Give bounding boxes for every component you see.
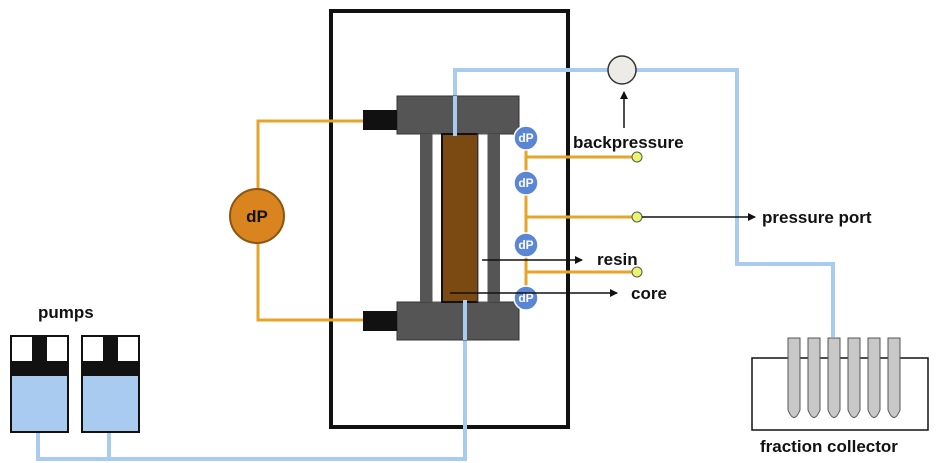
pump-2-fluid xyxy=(83,376,138,431)
pump-1 xyxy=(10,335,69,433)
resin-label: resin xyxy=(597,250,638,269)
pump-2 xyxy=(81,335,140,433)
fraction-collector-label: fraction collector xyxy=(760,437,898,456)
pump-1-rod xyxy=(32,337,47,362)
pumps-label: pumps xyxy=(38,303,94,322)
sleeve-left-inner xyxy=(431,133,443,303)
dp-sensor: dP xyxy=(513,285,539,311)
tube xyxy=(787,337,801,418)
dp-sensor-circle xyxy=(513,285,539,311)
dp-gauge-label: dP xyxy=(246,207,268,226)
pump-feed-line xyxy=(36,303,467,461)
top-end-cap xyxy=(396,95,520,135)
pump-1-fluid xyxy=(12,376,67,431)
backpressure-regulator xyxy=(607,55,637,85)
dp-gauge: dP xyxy=(229,188,285,244)
bottom-end-cap xyxy=(396,301,520,341)
core-label: core xyxy=(631,284,667,303)
collector-tubes xyxy=(787,337,901,418)
oven-enclosure xyxy=(329,9,570,429)
tube xyxy=(847,337,861,418)
pump-1-piston xyxy=(12,361,67,376)
fraction-collector xyxy=(751,337,929,431)
pumps xyxy=(10,335,140,433)
dp-gauge-circle xyxy=(229,188,285,244)
dp-sensor: dP xyxy=(513,170,539,196)
sleeve-right-inner xyxy=(477,133,489,303)
top-inlet-fitting xyxy=(363,110,397,130)
port-dot xyxy=(631,211,643,223)
dp-sensor: dP xyxy=(513,125,539,151)
dp-sensor-circle xyxy=(513,125,539,151)
sleeve-right-outer xyxy=(488,134,500,302)
pump-2-piston xyxy=(83,361,138,376)
dp-sensor: dP xyxy=(513,232,539,258)
dp-sensor-circle xyxy=(513,170,539,196)
arrows xyxy=(450,91,756,297)
port-dot xyxy=(631,151,643,163)
dp-sensor-label: dP xyxy=(518,291,533,305)
sleeve-left-outer xyxy=(420,134,432,302)
core-holder xyxy=(363,95,520,341)
tube xyxy=(807,337,821,418)
tube xyxy=(827,337,841,418)
pump-2-rod xyxy=(103,337,118,362)
dp-sensor-label: dP xyxy=(518,131,533,145)
pressure-port-dots xyxy=(631,151,643,278)
collector-line xyxy=(636,68,835,337)
dp-sensor-circle xyxy=(513,232,539,258)
dp-sensors: dP dP dP dP xyxy=(513,125,539,311)
tube xyxy=(887,337,901,418)
core-flow-overlay xyxy=(453,96,467,340)
tube xyxy=(867,337,881,418)
backpressure-label: backpressure xyxy=(573,133,684,152)
dp-sensor-label: dP xyxy=(518,238,533,252)
core-sample xyxy=(441,133,479,303)
dp-upper-line xyxy=(256,119,363,190)
pressure-port-label: pressure port xyxy=(762,208,872,227)
bottom-inlet-fitting xyxy=(363,311,397,331)
dp-lower-line xyxy=(256,242,363,322)
pressure-lines xyxy=(256,119,635,322)
dp-sensor-label: dP xyxy=(518,176,533,190)
port-dot xyxy=(631,266,643,278)
